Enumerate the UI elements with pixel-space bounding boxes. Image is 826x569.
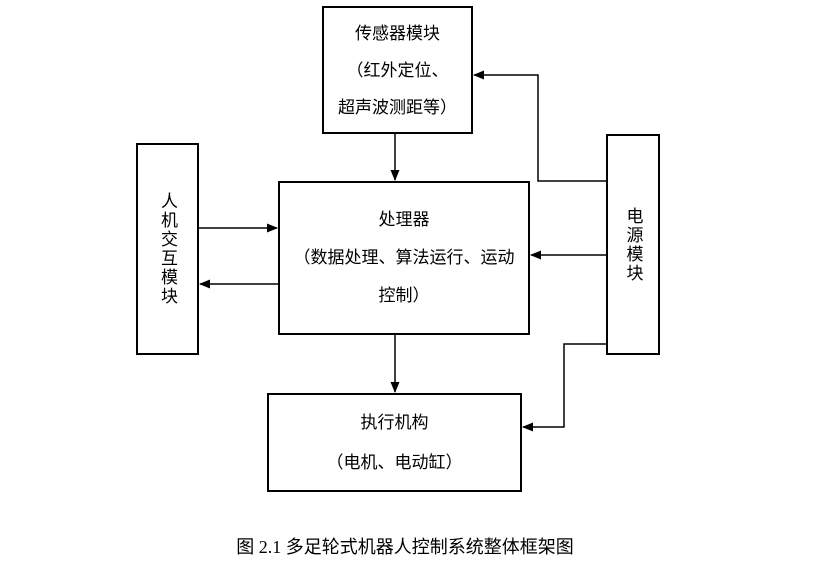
- figure-caption: 图 2.1 多足轮式机器人控制系统整体框架图: [236, 537, 574, 557]
- arrow-power-to-actuator: [522, 343, 606, 432]
- sensor-module-detail-line1: （红外定位、: [346, 60, 449, 80]
- power-module-label: 电源模块: [623, 206, 643, 283]
- power-module-box: 电源模块: [606, 134, 660, 355]
- sensor-module-box: 传感器模块 （红外定位、 超声波测距等）: [322, 6, 473, 134]
- hmi-module-box: 人机交互模块: [136, 143, 199, 355]
- sensor-module-title: 传感器模块: [355, 23, 440, 43]
- processor-title: 处理器: [378, 210, 430, 229]
- actuator-box: 执行机构 （电机、电动缸）: [267, 393, 522, 492]
- hmi-module-label: 人机交互模块: [158, 192, 177, 306]
- processor-box: 处理器 （数据处理、算法运行、运动 控制）: [278, 181, 530, 335]
- actuator-detail: （电机、电动缸）: [326, 452, 463, 472]
- processor-detail-line1: （数据处理、算法运行、运动: [293, 248, 515, 267]
- sensor-module-detail-line2: 超声波测距等）: [338, 97, 457, 117]
- arrow-power-to-sensor: [473, 70, 606, 182]
- processor-detail-line2: 控制）: [378, 286, 430, 305]
- actuator-title: 执行机构: [360, 412, 429, 432]
